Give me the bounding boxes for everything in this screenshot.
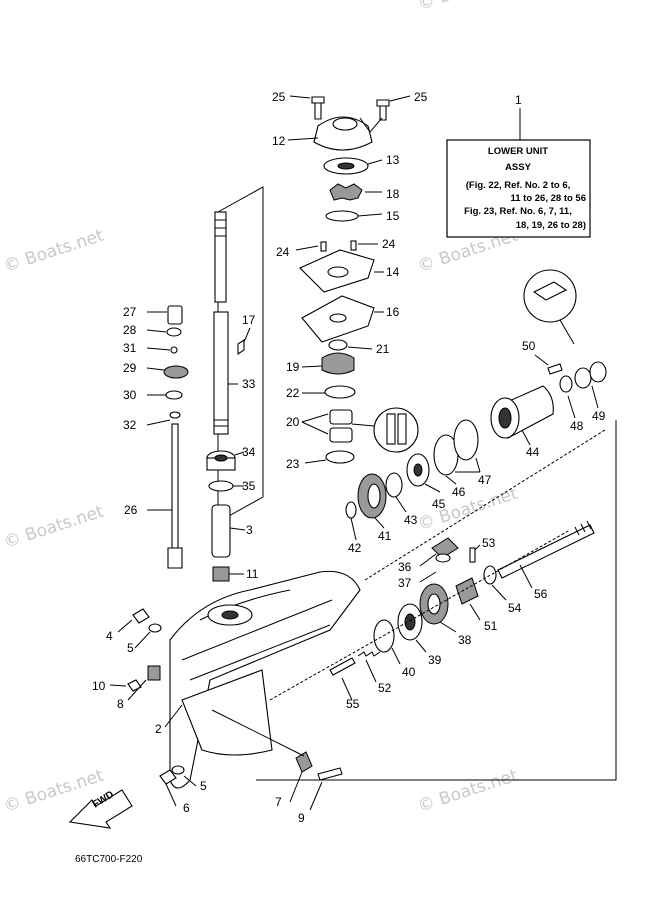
callout-38: 38 (458, 633, 472, 647)
callout-4: 4 (106, 629, 113, 643)
pump-housing (313, 116, 373, 151)
callout-25: 25 (414, 90, 428, 104)
callout-42: 42 (348, 541, 362, 555)
callout-48: 48 (570, 419, 584, 433)
callout-29: 29 (123, 361, 137, 375)
callout-26: 26 (124, 503, 138, 517)
callout-44: 44 (526, 445, 540, 459)
bolt-25-left (311, 96, 325, 120)
callout-9: 9 (298, 811, 305, 825)
lower-case (169, 570, 361, 789)
drive-shaft-upper (214, 211, 227, 303)
callout-37: 37 (398, 576, 412, 590)
box-line-6: 18, 19, 26 to 28) (516, 220, 586, 231)
callout-12: 12 (272, 134, 286, 148)
box-line-3: (Fig. 22, Ref. No. 2 to 6, (466, 180, 571, 191)
diagram-code: 66TC700-F220 (75, 854, 143, 865)
callout-16: 16 (386, 305, 400, 319)
callout-labels: 25 25 12 13 18 15 24 24 14 16 21 19 22 2… (92, 90, 606, 825)
callout-24: 24 (382, 237, 396, 251)
callout-15: 15 (386, 209, 400, 223)
callout-14: 14 (386, 265, 400, 279)
callout-7: 7 (275, 795, 282, 809)
callout-50: 50 (522, 339, 536, 353)
callout-35: 35 (242, 479, 256, 493)
callout-43: 43 (404, 513, 418, 527)
callout-10: 10 (92, 679, 106, 693)
callout-20: 20 (286, 415, 300, 429)
callout-32: 32 (123, 418, 137, 432)
callout-2: 2 (155, 722, 162, 736)
callout-23: 23 (286, 457, 300, 471)
watermark: © Boats.net (415, 766, 520, 817)
sleeve (211, 504, 231, 558)
callout-1: 1 (515, 93, 522, 107)
callout-25: 25 (272, 90, 286, 104)
watermark: © Boats.net (415, 0, 520, 15)
shift-rod (171, 423, 179, 549)
callout-27: 27 (123, 305, 137, 319)
callout-49: 49 (592, 409, 606, 423)
callout-45: 45 (432, 497, 446, 511)
callout-56: 56 (534, 587, 548, 601)
lower-case-group (109, 570, 361, 811)
callout-55: 55 (346, 697, 360, 711)
callout-11: 11 (246, 567, 259, 581)
callout-31: 31 (123, 341, 137, 355)
callout-5: 5 (200, 779, 207, 793)
callout-5: 5 (127, 641, 134, 655)
callout-3: 3 (246, 523, 253, 537)
callout-28: 28 (123, 323, 137, 337)
callout-52: 52 (378, 681, 392, 695)
callout-22: 22 (286, 386, 300, 400)
gear-group (256, 269, 617, 781)
callout-46: 46 (452, 485, 466, 499)
watermark: © Boats.net (1, 502, 106, 553)
box-line-2: ASSY (505, 162, 532, 173)
callout-6: 6 (183, 801, 190, 815)
fwd-arrow: FWD (68, 789, 133, 829)
callout-54: 54 (508, 601, 522, 615)
callout-30: 30 (123, 388, 137, 402)
callout-36: 36 (398, 560, 412, 574)
box-line-5: Fig. 23, Ref. No. 6, 7, 11, (464, 206, 572, 217)
water-pump-group (287, 95, 419, 464)
callout-47: 47 (478, 473, 492, 487)
callout-33: 33 (242, 377, 256, 391)
drive-shaft-group (206, 186, 264, 582)
cartridge-housing (321, 352, 355, 375)
lower-unit-info-box: 1 LOWER UNIT ASSY (Fig. 22, Ref. No. 2 t… (446, 93, 591, 238)
callout-18: 18 (386, 187, 400, 201)
watermark: © Boats.net (1, 226, 106, 277)
impeller (329, 183, 363, 201)
callout-21: 21 (376, 342, 390, 356)
callout-8: 8 (117, 697, 124, 711)
callout-13: 13 (386, 153, 400, 167)
callout-34: 34 (242, 445, 256, 459)
box-line-1: LOWER UNIT (488, 146, 548, 157)
callout-39: 39 (428, 653, 442, 667)
box-line-4: 11 to 26, 28 to 56 (510, 193, 586, 204)
shift-rod-group (146, 305, 189, 569)
propeller-shaft (497, 524, 595, 579)
callout-53: 53 (482, 536, 496, 550)
callout-51: 51 (484, 619, 498, 633)
callout-40: 40 (402, 665, 416, 679)
callout-24: 24 (276, 245, 290, 259)
drive-shaft-lower (213, 311, 229, 435)
callout-41: 41 (378, 529, 392, 543)
callout-19: 19 (286, 360, 300, 374)
callout-17: 17 (242, 313, 256, 327)
bolt-25-right (376, 99, 390, 121)
